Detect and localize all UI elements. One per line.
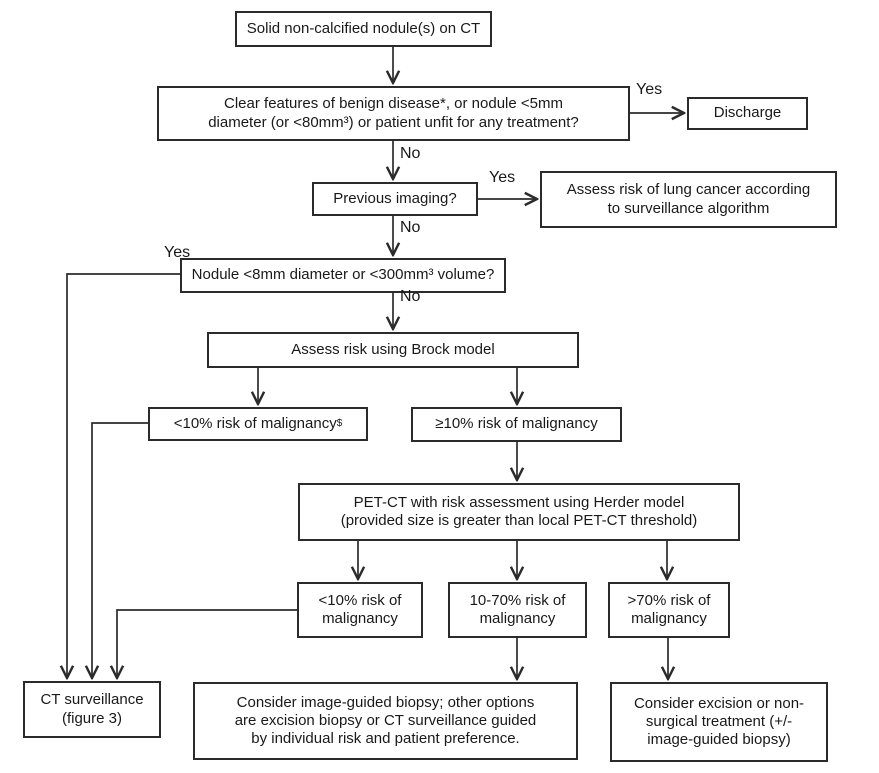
node-solid-nodule-label: Solid non-calcified nodule(s) on CT	[246, 19, 481, 37]
node-ct-surveillance: CT surveillance (figure 3)	[23, 681, 161, 738]
node-pet-ct-herder: PET-CT with risk assessment using Herder…	[298, 483, 740, 541]
node-benign-features-check: Clear features of benign disease*, or no…	[157, 86, 630, 141]
node-herder-high-risk: >70% risk of malignancy	[608, 582, 730, 638]
node-size-check-label: Nodule <8mm diameter or <300mm³ volume?	[191, 266, 495, 284]
edge-label-no-size: No	[400, 288, 421, 305]
arrow-size-yes-to-ct-surveillance	[67, 273, 180, 678]
node-previous-imaging: Previous imaging?	[312, 182, 478, 216]
node-solid-nodule: Solid non-calcified nodule(s) on CT	[235, 11, 492, 47]
node-herder-mid-risk-label: 10-70% risk of malignancy	[469, 591, 566, 627]
node-brock-model-label: Assess risk using Brock model	[291, 340, 495, 358]
node-herder-low-risk-label: <10% risk of malignancy	[318, 591, 402, 627]
node-ct-surveillance-label: CT surveillance (figure 3)	[40, 691, 144, 727]
edge-label-yes-size: Yes	[164, 244, 191, 261]
node-excision-treatment-label: Consider excision or non- surgical treat…	[633, 694, 805, 749]
node-image-guided-biopsy: Consider image-guided biopsy; other opti…	[193, 682, 578, 760]
edge-label-no-previous: No	[400, 219, 421, 236]
node-benign-features-check-label: Clear features of benign disease*, or no…	[208, 95, 579, 131]
node-brock-high-risk: ≥10% risk of malignancy	[411, 407, 622, 442]
node-pet-ct-herder-label: PET-CT with risk assessment using Herder…	[340, 493, 698, 529]
node-herder-low-risk: <10% risk of malignancy	[297, 582, 423, 638]
node-brock-low-risk: <10% risk of malignancy$	[148, 407, 368, 441]
edge-label-yes-surveillance: Yes	[489, 169, 516, 186]
node-brock-low-risk-label: <10% risk of malignancy	[173, 414, 337, 432]
edge-label-yes-discharge: Yes	[636, 81, 663, 98]
arrow-brock-low-to-ct-surveillance	[92, 422, 148, 678]
node-herder-high-risk-label: >70% risk of malignancy	[627, 591, 711, 627]
node-size-check: Nodule <8mm diameter or <300mm³ volume?	[180, 258, 506, 293]
node-surveillance-algorithm-label: Assess risk of lung cancer according to …	[566, 181, 811, 217]
edge-label-no-benign: No	[400, 145, 421, 162]
node-image-guided-biopsy-label: Consider image-guided biopsy; other opti…	[234, 693, 537, 748]
node-discharge-label: Discharge	[713, 104, 782, 122]
node-brock-model: Assess risk using Brock model	[207, 332, 579, 368]
node-surveillance-algorithm: Assess risk of lung cancer according to …	[540, 171, 837, 228]
node-excision-treatment: Consider excision or non- surgical treat…	[610, 682, 828, 762]
node-herder-mid-risk: 10-70% risk of malignancy	[448, 582, 587, 638]
node-brock-high-risk-label: ≥10% risk of malignancy	[435, 415, 598, 433]
node-previous-imaging-label: Previous imaging?	[333, 189, 457, 207]
node-discharge: Discharge	[687, 97, 808, 130]
arrow-herder-low-to-ct-surveillance	[117, 609, 297, 678]
